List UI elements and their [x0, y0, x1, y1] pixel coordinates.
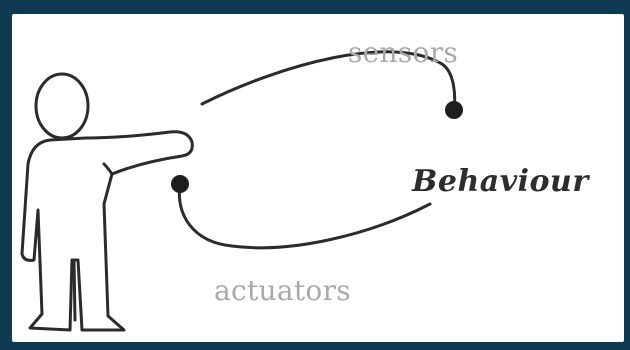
actuators-endpoint-dot — [171, 175, 189, 193]
person-body — [22, 132, 192, 330]
person-pointing-icon — [22, 74, 192, 330]
person-head — [36, 74, 88, 138]
behaviour-label: Behaviour — [412, 164, 589, 199]
sensors-endpoint-dot — [445, 101, 463, 119]
actuators-arrow — [179, 184, 430, 248]
sensors-label: sensors — [348, 36, 458, 69]
actuators-label: actuators — [214, 274, 351, 307]
diagram-panel: sensors Behaviour actuators — [12, 14, 624, 342]
